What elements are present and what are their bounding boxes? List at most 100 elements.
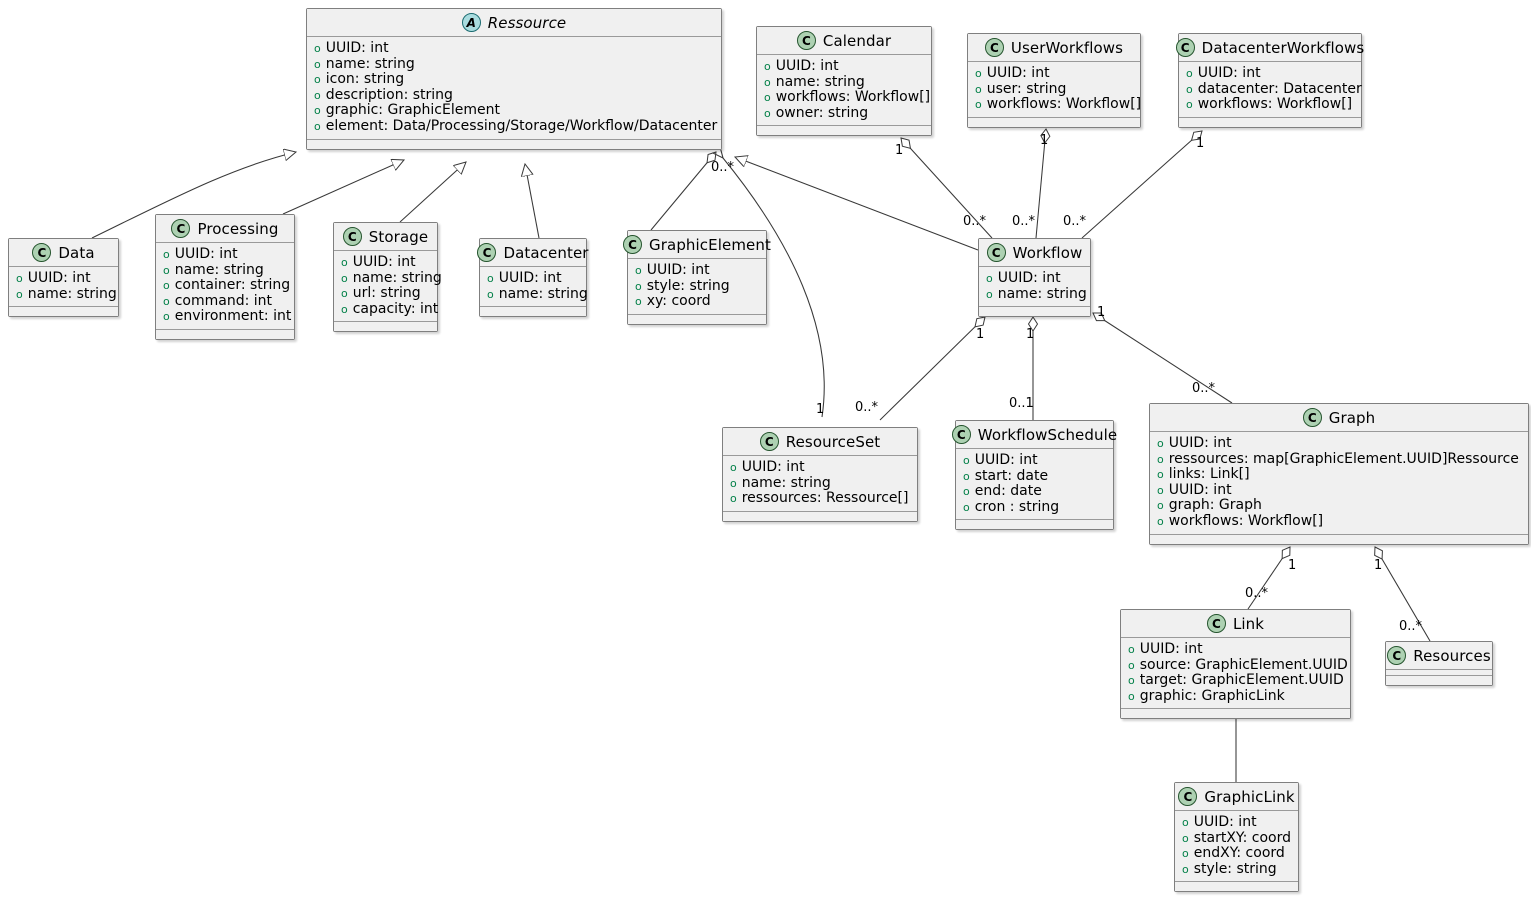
edge-datacenter-ressource	[525, 164, 540, 239]
class-icon: C	[984, 38, 1004, 57]
attribute-text: UUID: int	[352, 254, 416, 270]
attribute-text: links: Link[]	[1168, 466, 1250, 483]
class-icon: C	[342, 227, 362, 246]
visibility-public-icon: o	[1182, 816, 1189, 829]
visibility-public-icon: o	[487, 272, 494, 285]
visibility-public-icon: o	[635, 295, 642, 309]
attribute-text: ressources: Ressource[]	[741, 490, 909, 507]
multiplicity-label: 1	[816, 402, 825, 417]
attribute-text: name: string	[325, 55, 415, 72]
visibility-public-icon: o	[764, 91, 771, 105]
class-icon: C	[1175, 38, 1195, 57]
visibility-public-icon: o	[963, 485, 970, 499]
visibility-public-icon: o	[16, 287, 23, 301]
attribute-text: UUID: int	[986, 65, 1050, 81]
class-name-data: Data	[58, 243, 95, 262]
visibility-public-icon: o	[975, 67, 982, 80]
visibility-public-icon: o	[1182, 847, 1189, 861]
edge-processing-ressource	[282, 160, 404, 215]
attribute-text: graphic: GraphicElement	[325, 102, 500, 119]
visibility-public-icon: o	[163, 279, 170, 293]
class-icon: C	[1302, 408, 1322, 427]
class-methods-datacenter	[480, 307, 586, 317]
class-methods-data	[9, 307, 118, 317]
multiplicity-label: 0..*	[1245, 586, 1269, 601]
attribute-text: UUID: int	[1139, 641, 1203, 657]
visibility-public-icon: o	[635, 279, 642, 293]
multiplicity-label: 0..1	[1009, 396, 1034, 411]
attribute-text: capacity: int	[352, 300, 439, 317]
multiplicity-label: 0..*	[1399, 619, 1423, 634]
class-methods-storage	[334, 322, 437, 332]
attribute-text: UUID: int	[1197, 65, 1261, 81]
attribute-text: start: date	[974, 467, 1049, 484]
attribute-text: style: string	[646, 277, 730, 294]
attribute-text: UUID: int	[498, 270, 562, 286]
attribute-text: workflows: Workflow[]	[1197, 96, 1353, 113]
attribute-text: environment: int	[174, 308, 292, 325]
visibility-public-icon: o	[163, 263, 170, 277]
attribute-text: name: string	[997, 285, 1087, 302]
class-name-storage: Storage	[368, 227, 429, 246]
multiplicity-label: 1	[1288, 558, 1297, 573]
class-methods-graphiclink	[1175, 882, 1298, 892]
edge-ressource-graphicelement	[650, 151, 717, 231]
attribute-text: startXY: coord	[1193, 829, 1292, 846]
edge-storage-ressource	[399, 162, 466, 223]
visibility-public-icon: o	[314, 104, 321, 118]
class-name-link: Link	[1232, 614, 1265, 633]
attribute-text: element: Data/Processing/Storage/Workflo…	[325, 117, 718, 134]
visibility-public-icon: o	[341, 256, 348, 269]
attribute-text: name: string	[775, 73, 865, 90]
